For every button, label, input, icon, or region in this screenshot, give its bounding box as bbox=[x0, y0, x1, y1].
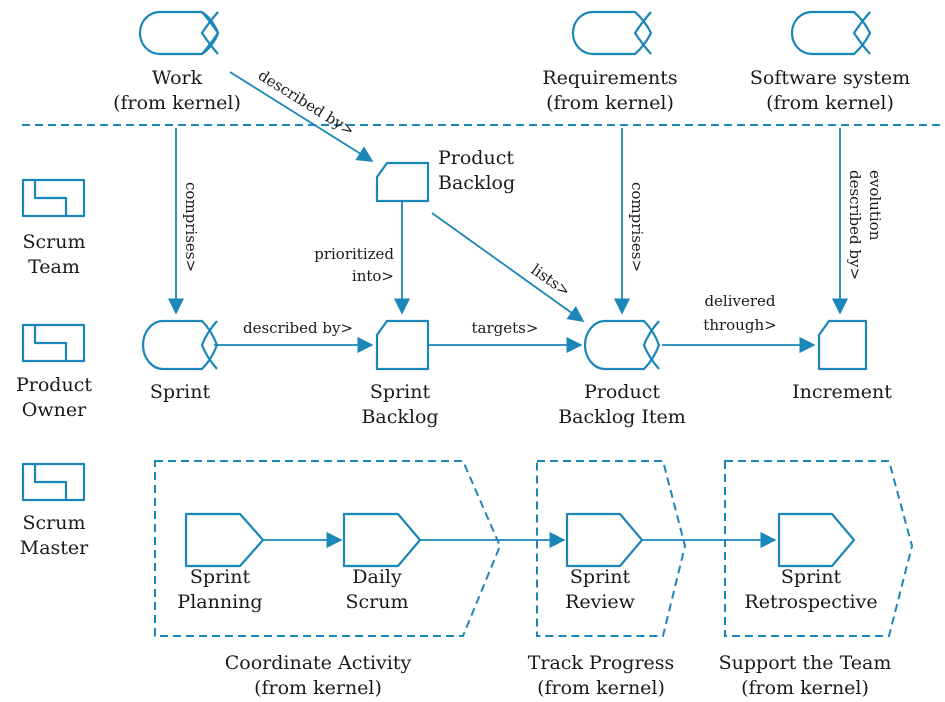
activity-icon bbox=[342, 512, 422, 568]
alpha-work-name: Work bbox=[152, 67, 203, 89]
sprint-backlog-line2: Backlog bbox=[361, 406, 438, 428]
alpha-sprint[interactable]: Sprint bbox=[141, 319, 219, 403]
role-scrum-master[interactable]: Scrum Master bbox=[20, 462, 89, 559]
role-product-owner-line1: Product bbox=[16, 374, 92, 396]
activity-sprint-planning[interactable]: Sprint Planning bbox=[177, 512, 265, 613]
work-product-icon bbox=[817, 319, 868, 371]
alpha-sprint-label: Sprint bbox=[150, 381, 211, 403]
work-product-increment[interactable]: Increment bbox=[792, 319, 892, 403]
role-product-owner[interactable]: Product Owner bbox=[16, 323, 92, 421]
alpha-icon bbox=[790, 10, 872, 56]
alpha-software-system-name: Software system bbox=[750, 67, 910, 89]
activity-space-track[interactable] bbox=[536, 460, 687, 637]
alpha-software-system-source: (from kernel) bbox=[766, 92, 894, 114]
edge-label-comprises: comprises> bbox=[182, 182, 200, 272]
activity-space-track-source: (from kernel) bbox=[537, 677, 665, 699]
sprint-review-line2: Review bbox=[565, 591, 636, 613]
role-scrum-master-line2: Master bbox=[20, 537, 89, 559]
alpha-product-backlog-item[interactable]: Product Backlog Item bbox=[558, 319, 686, 428]
activity-space-coordinate-name: Coordinate Activity bbox=[225, 652, 412, 674]
edge-label-into: into> bbox=[352, 267, 394, 285]
activity-space-support[interactable] bbox=[724, 460, 914, 637]
product-backlog-line1: Product bbox=[438, 147, 514, 169]
alpha-work[interactable]: Work (from kernel) bbox=[113, 10, 241, 114]
alpha-icon bbox=[571, 10, 653, 56]
edge-label-evolution: evolution bbox=[866, 170, 884, 241]
edge-work-product-backlog bbox=[229, 71, 374, 162]
edge-label-prioritized: prioritized bbox=[314, 245, 394, 263]
role-scrum-team-line2: Team bbox=[28, 256, 80, 278]
alpha-software-system[interactable]: Software system (from kernel) bbox=[750, 10, 910, 114]
role-scrum-team[interactable]: Scrum Team bbox=[21, 178, 86, 278]
edge-label-evolution-described-by: described by> bbox=[846, 170, 864, 280]
activity-space-track-name: Track Progress bbox=[528, 652, 675, 674]
work-product-icon bbox=[375, 319, 430, 371]
edge-label-described-by-2: described by> bbox=[243, 319, 353, 337]
sprint-retro-line2: Retrospective bbox=[744, 591, 877, 613]
pattern-icon bbox=[21, 462, 86, 502]
pbi-line2: Backlog Item bbox=[558, 406, 686, 428]
activity-daily-scrum[interactable]: Daily Scrum bbox=[342, 512, 422, 613]
activity-icon bbox=[777, 512, 856, 568]
work-product-product-backlog[interactable]: Product Backlog bbox=[375, 147, 515, 203]
activity-space-coordinate[interactable] bbox=[154, 460, 502, 637]
activity-space-coordinate-source: (from kernel) bbox=[254, 677, 382, 699]
sprint-review-line1: Sprint bbox=[570, 566, 631, 588]
pattern-icon bbox=[21, 323, 86, 363]
role-scrum-master-line1: Scrum bbox=[23, 512, 86, 534]
sprint-backlog-line1: Sprint bbox=[370, 381, 431, 403]
sprint-retro-line1: Sprint bbox=[781, 566, 842, 588]
edge-label-delivered: delivered bbox=[704, 292, 775, 310]
activity-sprint-retrospective[interactable]: Sprint Retrospective bbox=[744, 512, 878, 613]
sprint-planning-line2: Planning bbox=[177, 591, 262, 613]
role-scrum-team-line1: Scrum bbox=[23, 231, 86, 253]
alpha-work-source: (from kernel) bbox=[113, 92, 241, 114]
activity-space-support-source: (from kernel) bbox=[741, 677, 869, 699]
edge-label-lists: lists> bbox=[528, 261, 574, 301]
edge-label-targets: targets> bbox=[472, 319, 539, 337]
edge-label-described-by: described by> bbox=[255, 66, 358, 140]
activity-icon bbox=[565, 512, 644, 568]
work-product-sprint-backlog[interactable]: Sprint Backlog bbox=[361, 319, 439, 428]
daily-scrum-line2: Scrum bbox=[346, 591, 409, 613]
product-backlog-line2: Backlog bbox=[438, 172, 515, 194]
edge-label-comprises-2: comprises> bbox=[628, 182, 646, 272]
activity-space-support-name: Support the Team bbox=[719, 652, 892, 674]
pbi-line1: Product bbox=[584, 381, 660, 403]
role-product-owner-line2: Owner bbox=[22, 399, 87, 421]
alpha-icon bbox=[141, 319, 219, 371]
pattern-icon bbox=[21, 178, 86, 218]
activity-sprint-review[interactable]: Sprint Review bbox=[565, 512, 644, 613]
alpha-requirements-name: Requirements bbox=[542, 67, 677, 89]
alpha-icon bbox=[138, 10, 220, 56]
edge-product-backlog-pbi bbox=[431, 212, 585, 322]
activity-icon bbox=[184, 512, 265, 568]
edge-label-through: through> bbox=[703, 316, 776, 334]
alpha-requirements[interactable]: Requirements (from kernel) bbox=[542, 10, 678, 114]
daily-scrum-line1: Daily bbox=[352, 566, 402, 588]
increment-label: Increment bbox=[792, 381, 892, 403]
alpha-icon bbox=[583, 319, 661, 371]
sprint-planning-line1: Sprint bbox=[190, 566, 251, 588]
work-product-icon bbox=[375, 161, 430, 203]
alpha-requirements-source: (from kernel) bbox=[546, 92, 674, 114]
